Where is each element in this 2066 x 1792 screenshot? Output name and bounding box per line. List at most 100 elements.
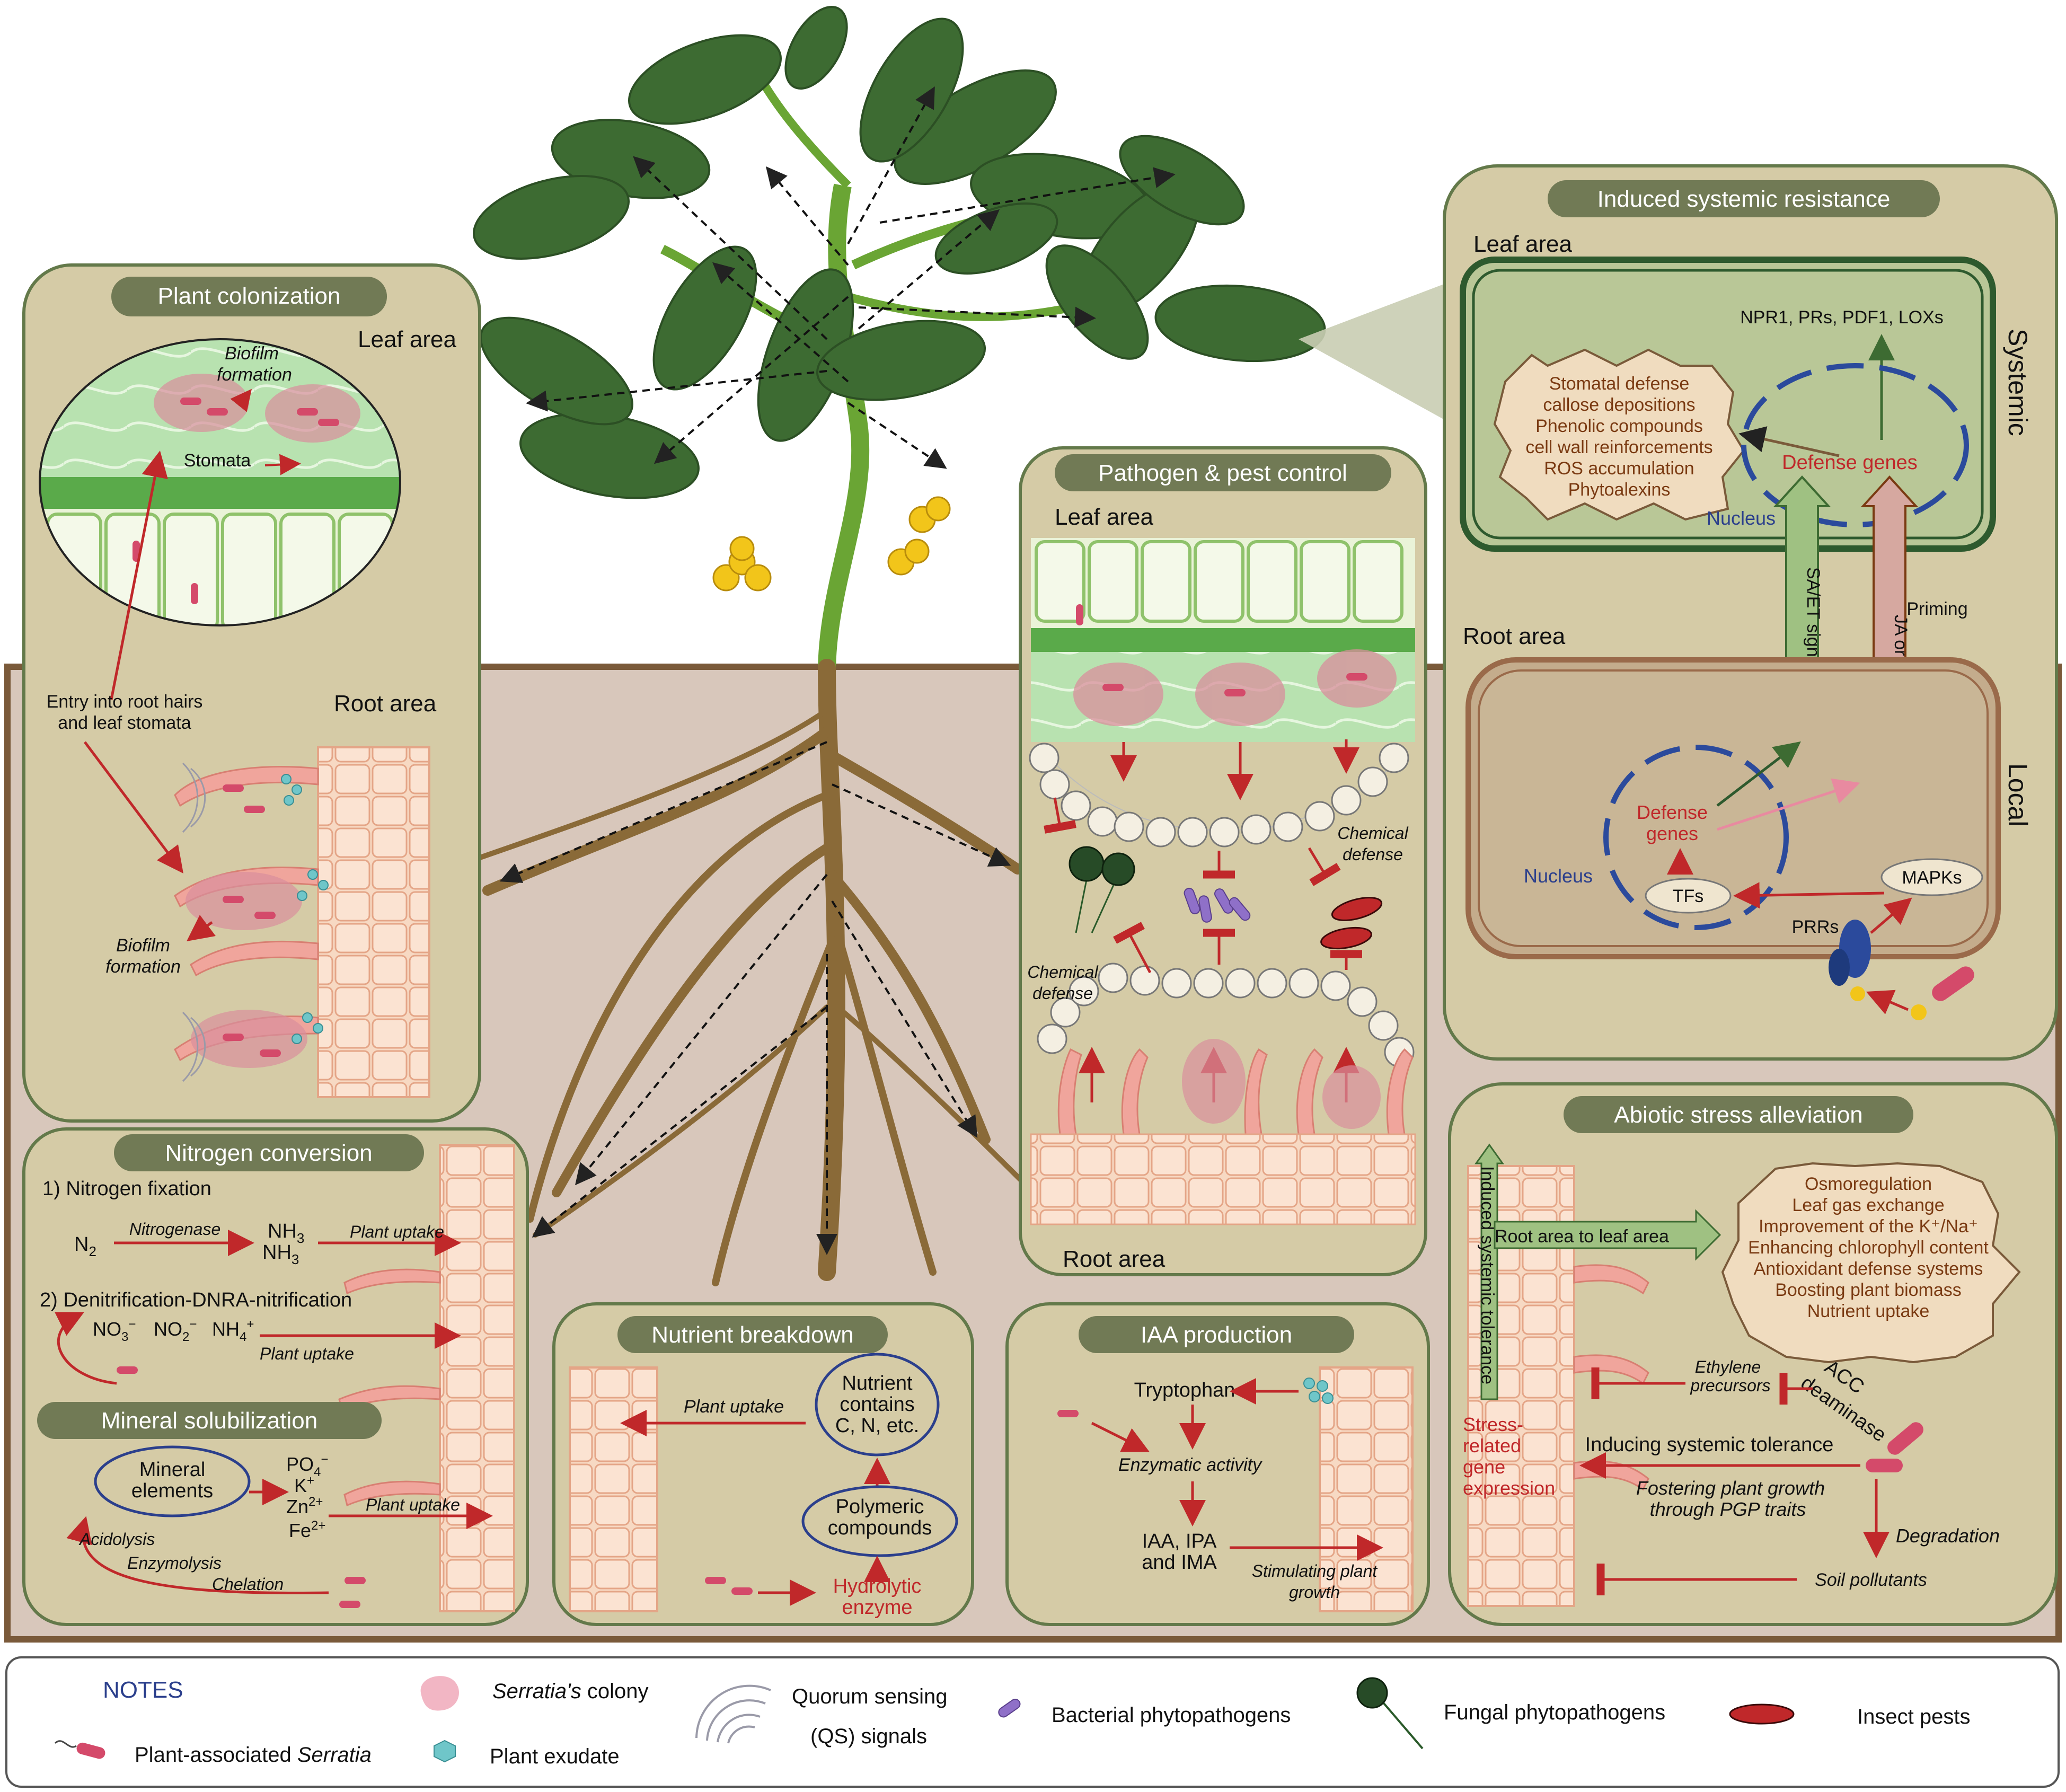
iaa-products-1: IAA, IPA bbox=[1142, 1530, 1217, 1552]
legend: NOTES Plant-associated Serratia Serratia… bbox=[5, 1656, 2060, 1788]
pathogen-chem-1b: defense bbox=[1343, 845, 1403, 864]
colonization-biofilm-bottom-1: Biofilm bbox=[116, 935, 170, 956]
panel-iaa-production: IAA production Tryptophan Enzymatic acti… bbox=[1005, 1302, 1430, 1626]
isr-response-item: cell wall reinforcements bbox=[1525, 437, 1712, 457]
legend-qs-1: Quorum sensing bbox=[792, 1685, 948, 1708]
abiotic-effect-item: Improvement of the K⁺/Na⁺ bbox=[1759, 1216, 1978, 1237]
isr-response-item: ROS accumulation bbox=[1544, 458, 1694, 479]
abiotic-ethylene-1: Ethylene bbox=[1695, 1357, 1761, 1376]
isr-priming: Priming bbox=[1906, 599, 1967, 619]
nitrogen-nh3-a: NH3 bbox=[268, 1220, 304, 1246]
mineral-fe: Fe2+ bbox=[289, 1519, 325, 1541]
colonization-stomata: Stomata bbox=[184, 451, 251, 471]
mineral-elements-2: elements bbox=[131, 1480, 213, 1502]
iaa-title: IAA production bbox=[1141, 1322, 1292, 1348]
mineral-elements-1: Mineral bbox=[139, 1459, 206, 1481]
isr-root-area: Root area bbox=[1463, 623, 1566, 649]
title-pill-iaa bbox=[1079, 1316, 1354, 1353]
abiotic-effect-item: Boosting plant biomass bbox=[1775, 1280, 1962, 1300]
abiotic-effect-item: Enhancing chlorophyll content bbox=[1748, 1238, 1989, 1258]
title-pill-mineral bbox=[37, 1402, 382, 1439]
title-pill-abiotic bbox=[1564, 1096, 1913, 1133]
isr-leaf-area: Leaf area bbox=[1473, 231, 1572, 257]
abiotic-inducing: Inducing systemic tolerance bbox=[1585, 1434, 1834, 1456]
nitrogen-title: Nitrogen conversion bbox=[165, 1140, 372, 1166]
abiotic-pollutants: Soil pollutants bbox=[1815, 1570, 1927, 1590]
isr-defense-genes-top: Defense genes bbox=[1782, 452, 1918, 474]
nutrient-title: Nutrient breakdown bbox=[651, 1322, 854, 1348]
abiotic-effects-badge bbox=[1721, 1162, 2021, 1364]
legend-notes: NOTES bbox=[103, 1677, 183, 1703]
isr-response-item: Stomatal defense bbox=[1549, 374, 1690, 394]
nitrogen-uptake-1: Plant uptake bbox=[350, 1222, 444, 1241]
plant-shoot bbox=[472, 6, 1326, 674]
isr-response-item: callose depositions bbox=[1543, 395, 1695, 415]
legend-insect: Insect pests bbox=[1857, 1705, 1971, 1728]
prr-receptor-icon bbox=[1829, 920, 1871, 1001]
mineral-uptake: Plant uptake bbox=[366, 1495, 460, 1514]
isr-local: Local bbox=[2003, 763, 2033, 827]
mineral-k: K+ bbox=[294, 1473, 314, 1496]
nitrogen-denit: 2) Denitrification-DNRA-nitrification bbox=[40, 1289, 352, 1311]
isr-responses-badge bbox=[1493, 348, 1745, 521]
bacterial-icon bbox=[998, 1698, 1021, 1718]
legend-colony: Serratia's colony bbox=[492, 1680, 649, 1703]
nitrogen-uptake-2: Plant uptake bbox=[260, 1344, 354, 1363]
nutrient-hydrolytic-2: enzyme bbox=[842, 1596, 912, 1619]
isr-systemic: Systemic bbox=[2003, 329, 2033, 436]
nitrogen-no2: NO2− bbox=[154, 1317, 197, 1344]
iaa-tryptophan: Tryptophan bbox=[1134, 1379, 1235, 1401]
nitrogen-nh4: NH4+ bbox=[212, 1317, 254, 1344]
isr-tfs-oval bbox=[1645, 878, 1732, 914]
iaa-stimulating-2: growth bbox=[1289, 1583, 1340, 1602]
pathogen-root-area: Root area bbox=[1063, 1246, 1166, 1272]
panel-nitrogen-mineral: Nitrogen conversion 1) Nitrogen fixation… bbox=[22, 1127, 529, 1626]
panel-abiotic-stress: Abiotic stress alleviation Induced syste… bbox=[1448, 1082, 2058, 1626]
pathogen-leaf-area: Leaf area bbox=[1055, 504, 1153, 530]
title-pill-pathogen bbox=[1055, 454, 1391, 491]
abiotic-ethylene-2: precursors bbox=[1690, 1376, 1770, 1395]
legend-bacterial: Bacterial phytopathogens bbox=[1052, 1703, 1291, 1727]
abiotic-effect-item: Osmoregulation bbox=[1805, 1174, 1932, 1194]
mineral-title: Mineral solubilization bbox=[101, 1408, 317, 1434]
nutrient-contains-1: Nutrient bbox=[842, 1372, 912, 1394]
pathogen-chem-2b: defense bbox=[1032, 984, 1093, 1003]
abiotic-fostering-2: through PGP traits bbox=[1650, 1498, 1806, 1520]
isr-title: Induced systemic resistance bbox=[1597, 186, 1891, 212]
abiotic-stress-genes-3: gene bbox=[1463, 1456, 1505, 1478]
abiotic-stress-genes-4: expression bbox=[1463, 1477, 1555, 1499]
colony-icon bbox=[420, 1676, 459, 1711]
colonization-title: Plant colonization bbox=[158, 283, 341, 309]
isr-defense-genes-bottom-2: genes bbox=[1646, 823, 1698, 844]
mineral-acidolysis: Acidolysis bbox=[78, 1530, 155, 1549]
colonization-root-area: Root area bbox=[334, 691, 437, 717]
nutrient-hydrolytic-1: Hydrolytic bbox=[833, 1575, 922, 1597]
legend-fungal: Fungal phytopathogens bbox=[1444, 1701, 1666, 1724]
mineral-enzymolysis: Enzymolysis bbox=[127, 1553, 222, 1573]
nutrient-contains-3: C, N, etc. bbox=[835, 1415, 919, 1437]
legend-qs-2: (QS) signals bbox=[810, 1725, 928, 1748]
mineral-zn: Zn2+ bbox=[286, 1495, 323, 1517]
abiotic-effect-item: Leaf gas exchange bbox=[1792, 1195, 1944, 1215]
nutrient-polymeric-1: Polymeric bbox=[836, 1496, 924, 1518]
abiotic-root-to-leaf: Root area to leaf area bbox=[1495, 1226, 1669, 1247]
panel-plant-colonization: Plant colonization Leaf area Biofilm bbox=[22, 263, 481, 1123]
mineral-chelation: Chelation bbox=[212, 1575, 284, 1594]
panel-pathogen-control: Pathogen & pest control Leaf area bbox=[1019, 446, 1427, 1276]
abiotic-stress-genes-1: Stress- bbox=[1463, 1414, 1523, 1435]
abiotic-title: Abiotic stress alleviation bbox=[1614, 1102, 1863, 1128]
isr-response-item: Phenolic compounds bbox=[1535, 416, 1703, 436]
nutrient-contains-2: contains bbox=[840, 1393, 915, 1416]
isr-nucleus-bottom-label: Nucleus bbox=[1524, 865, 1593, 887]
title-pill-isr bbox=[1548, 180, 1940, 217]
mineral-po4: PO4− bbox=[286, 1452, 328, 1479]
isr-mapks-oval bbox=[1880, 858, 1983, 896]
nutrient-polymeric-2: compounds bbox=[828, 1517, 932, 1539]
nitrogen-fixation: 1) Nitrogen fixation bbox=[42, 1178, 211, 1200]
colonization-entry-2: and leaf stomata bbox=[58, 713, 191, 733]
isr-tfs: TFs bbox=[1673, 886, 1704, 906]
colonization-biofilm-bottom-2: formation bbox=[105, 957, 181, 977]
